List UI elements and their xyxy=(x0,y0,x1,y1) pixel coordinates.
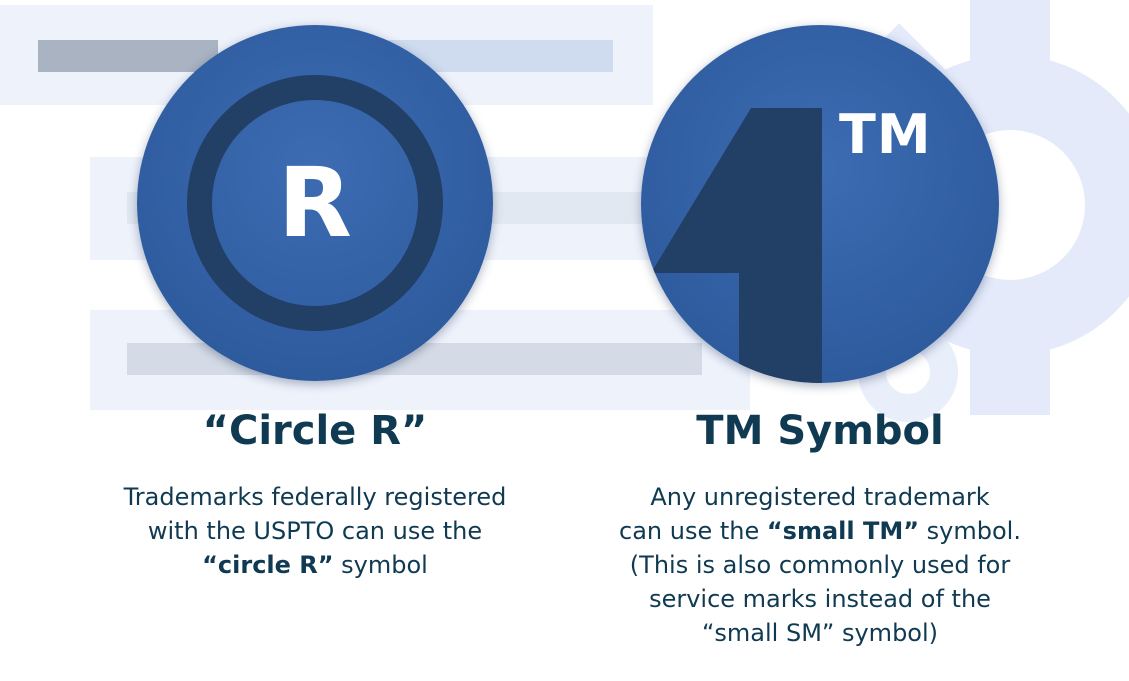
tm-letters: TM xyxy=(839,103,932,166)
description-text: symbol xyxy=(333,551,428,579)
description-line: “circle R” symbol xyxy=(80,548,550,582)
tm-symbol-description: Any unregistered trademark can use the “… xyxy=(585,480,1055,650)
description-bold: “circle R” xyxy=(202,551,334,579)
description-text: can use the xyxy=(619,517,767,545)
background-bar-gray xyxy=(38,40,218,72)
circle-r-title: “Circle R” xyxy=(202,408,428,454)
description-line: Trademarks federally registered xyxy=(123,483,507,511)
description-text: symbol. xyxy=(919,517,1021,545)
tm-symbol-title: TM Symbol xyxy=(696,408,944,454)
tm-symbol-icon: TM xyxy=(641,25,999,383)
description-line: Any unregistered trademark xyxy=(650,483,990,511)
circle-r-description: Trademarks federally registered with the… xyxy=(80,480,550,582)
description-line: can use the “small TM” symbol. xyxy=(585,514,1055,548)
description-bold: “small TM” xyxy=(766,517,920,545)
description-line: “small SM” symbol) xyxy=(701,619,939,647)
description-line: service marks instead of the xyxy=(649,585,991,613)
description-line: (This is also commonly used for xyxy=(629,551,1011,579)
tm-shape-graphic xyxy=(651,108,822,383)
circle-r-letter: R xyxy=(278,147,352,259)
circle-r-icon: R xyxy=(137,25,493,381)
description-line: with the USPTO can use the xyxy=(147,517,483,545)
